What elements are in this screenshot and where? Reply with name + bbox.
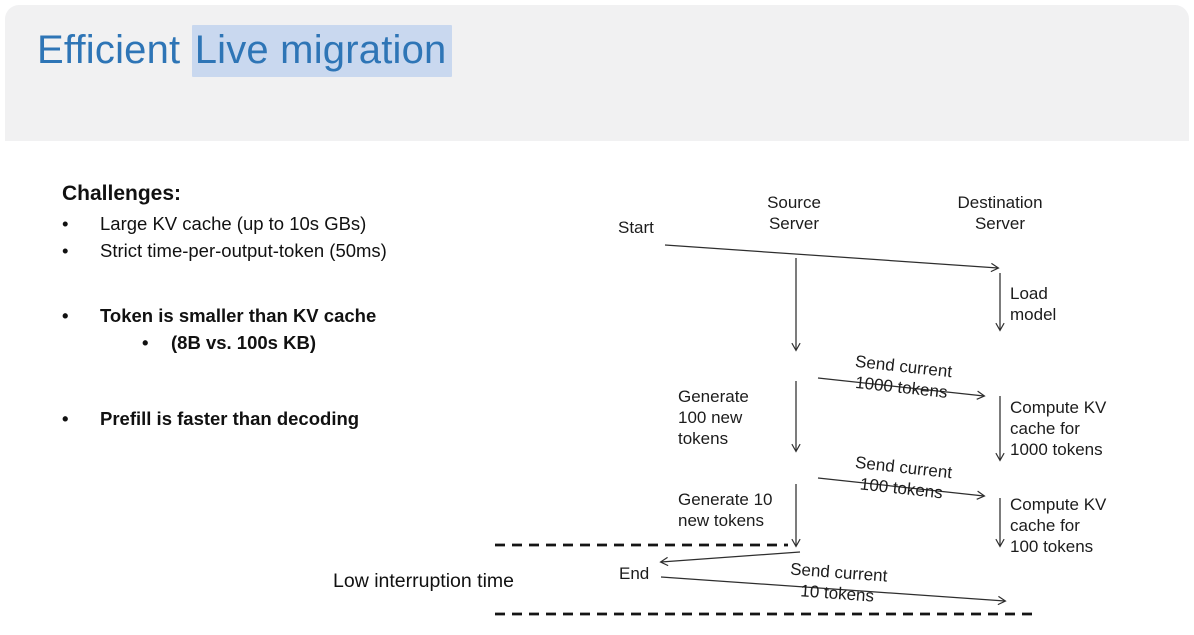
slide-title-normal: Efficient xyxy=(37,28,192,72)
challenge-item: • Strict time-per-output-token (50ms) xyxy=(62,237,492,264)
challenge-item-nested: • (8B vs. 100s KB) xyxy=(62,329,492,356)
challenge-item-text: Strict time-per-output-token (50ms) xyxy=(100,240,387,261)
arrow-start-to-destination xyxy=(664,244,1000,273)
load-model-label: Load model xyxy=(1010,284,1057,324)
start-label: Start xyxy=(618,218,654,237)
destination-server-header: Destination Server xyxy=(957,193,1043,233)
challenge-item: • Token is smaller than KV cache xyxy=(62,302,492,329)
challenge-item-text: Large KV cache (up to 10s GBs) xyxy=(100,213,367,234)
challenges-heading: Challenges: xyxy=(62,182,182,205)
challenge-item-text: (8B vs. 100s KB) xyxy=(171,332,316,353)
generate-100-label: Generate 100 new tokens xyxy=(678,387,749,448)
challenge-item: • Large KV cache (up to 10s GBs) xyxy=(62,210,492,237)
bullet-glyph: • xyxy=(62,240,69,261)
slide-title-highlighted: Live migration xyxy=(191,25,452,77)
send-100-tokens-label: Send current 100 tokens xyxy=(854,452,954,503)
challenges-section: Challenges: • Large KV cache (up to 10s … xyxy=(62,181,492,432)
send-10-tokens-label: Send current 10 tokens xyxy=(789,559,889,606)
compute-kv-100-label: Compute KV cache for 100 tokens xyxy=(1010,495,1107,556)
bullet-glyph: • xyxy=(142,332,149,353)
compute-kv-1000-label: Compute KV cache for 1000 tokens xyxy=(1010,398,1107,459)
challenge-item-text: Prefill is faster than decoding xyxy=(100,408,360,429)
end-label: End xyxy=(619,564,650,583)
challenge-item-text: Token is smaller than KV cache xyxy=(100,305,377,326)
bullet-glyph: • xyxy=(62,213,69,234)
generate-10-label: Generate 10 new tokens xyxy=(678,490,773,530)
low-interruption-caption: Low interruption time xyxy=(333,570,515,592)
bullet-glyph: • xyxy=(62,305,69,326)
source-server-header: Source Server xyxy=(767,193,821,233)
send-1000-tokens-label: Send current 1000 tokens xyxy=(854,351,954,402)
bullet-glyph: • xyxy=(62,408,69,429)
challenge-item: • Prefill is faster than decoding xyxy=(62,405,492,432)
slide-title: Efficient Live migration xyxy=(37,24,452,77)
